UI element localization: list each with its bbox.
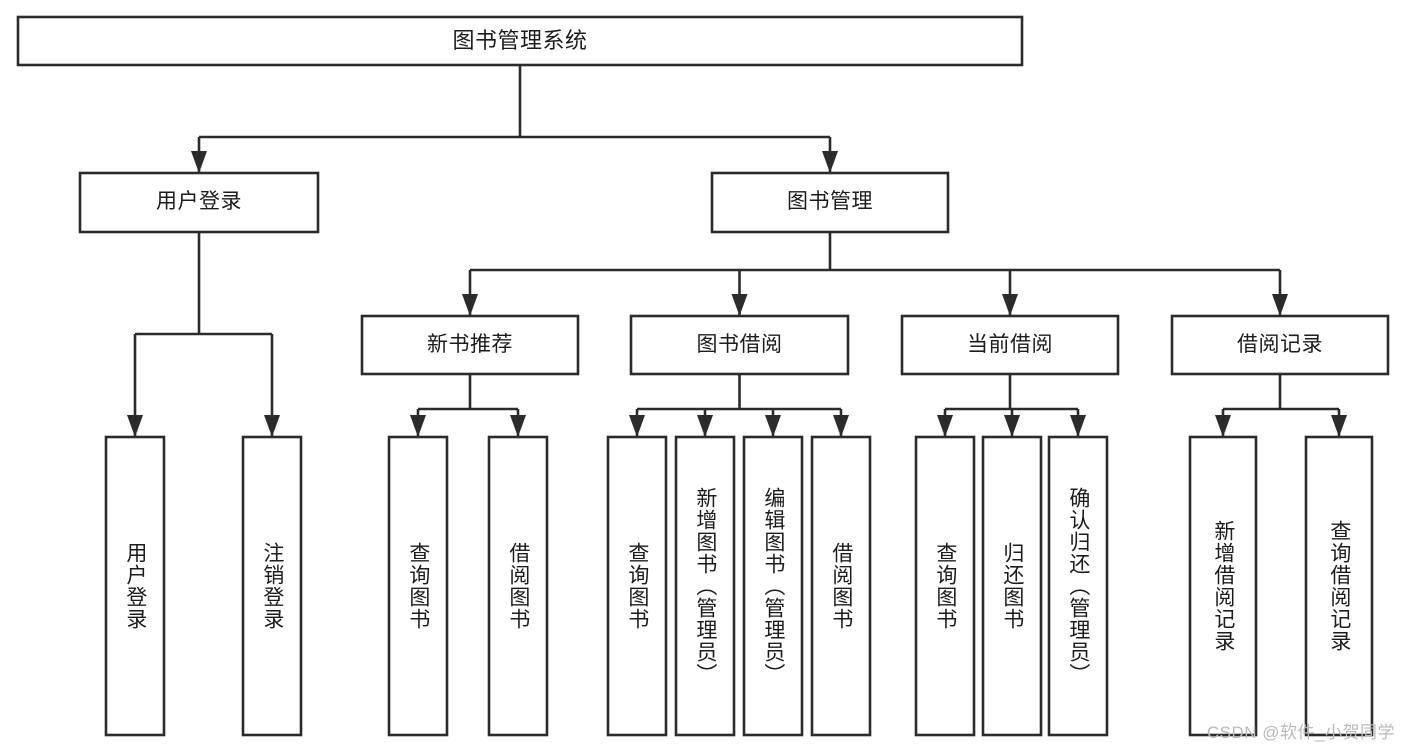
arrow-head-icon-leaf-add-borrow-record (1215, 415, 1231, 437)
node-box-leaf-query-borrow-record[interactable] (1304, 435, 1374, 737)
arrow-head-icon-user-login (191, 151, 207, 173)
arrow-head-icon-borrow-record (1272, 294, 1288, 316)
node-box-new-book-recommend[interactable] (360, 314, 580, 376)
arrow-head-icon-leaf-borrow-book-recommend (510, 415, 526, 437)
arrow-head-icon-leaf-user-login (127, 415, 143, 437)
arrow-head-icon-leaf-query-borrow-record (1331, 415, 1347, 437)
arrow-head-icon-book-borrow (731, 294, 748, 316)
arrow-head-icon-new-book-recommend (462, 294, 478, 316)
node-box-leaf-return-book[interactable] (981, 435, 1043, 737)
node-box-leaf-borrow-book-recommend[interactable] (487, 435, 549, 737)
arrow-head-icon-leaf-logout (264, 415, 280, 437)
node-box-book-management[interactable] (710, 171, 950, 234)
node-box-leaf-query-book-current[interactable] (914, 435, 976, 737)
arrow-head-icon-leaf-add-book (697, 415, 713, 437)
watermark: CSDN @软件_小贺同学 (1206, 723, 1395, 742)
arrow-head-icon-current-borrow (1002, 294, 1018, 316)
arrow-head-icon-leaf-borrow-book (833, 415, 849, 437)
connector-layer (127, 65, 1347, 437)
arrow-head-icon-leaf-query-book-current (937, 415, 953, 437)
box-layer (16, 15, 1390, 737)
node-box-leaf-add-book[interactable] (674, 435, 736, 737)
arrow-head-icon-leaf-query-book-borrow (629, 415, 645, 437)
node-box-book-borrow[interactable] (629, 314, 850, 376)
node-box-leaf-user-login[interactable] (104, 435, 166, 737)
arrow-head-icon-leaf-query-book-recommend (410, 415, 426, 437)
arrow-head-icon-leaf-confirm-return (1070, 415, 1086, 437)
node-box-borrow-record[interactable] (1170, 314, 1390, 376)
node-box-leaf-logout[interactable] (241, 435, 303, 737)
arrow-head-icon-leaf-edit-book (765, 415, 781, 437)
node-box-root[interactable] (16, 15, 1024, 67)
node-box-user-login[interactable] (78, 171, 320, 234)
node-box-current-borrow[interactable] (900, 314, 1120, 376)
arrow-head-icon-book-management (822, 151, 838, 173)
node-box-leaf-query-book-borrow[interactable] (606, 435, 668, 737)
node-box-leaf-borrow-book[interactable] (810, 435, 872, 737)
node-box-leaf-add-borrow-record[interactable] (1188, 435, 1258, 737)
node-box-leaf-edit-book[interactable] (742, 435, 804, 737)
node-box-leaf-query-book-recommend[interactable] (387, 435, 449, 737)
node-box-leaf-confirm-return[interactable] (1047, 435, 1109, 737)
arrow-head-icon-leaf-return-book (1004, 415, 1020, 437)
